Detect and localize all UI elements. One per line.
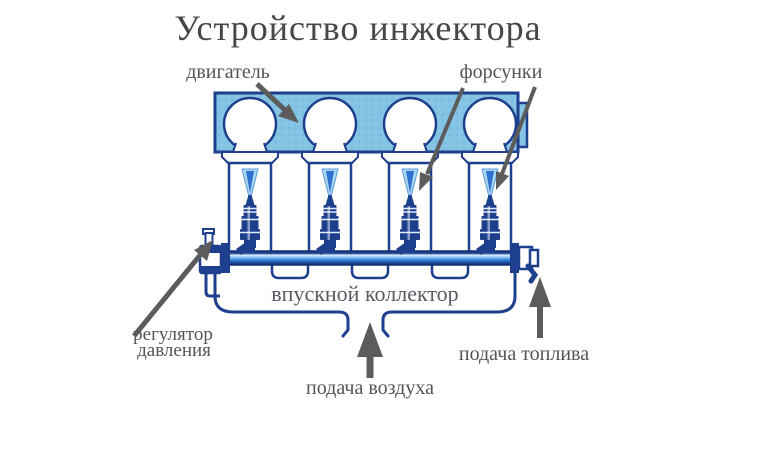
cylinder-1 — [220, 96, 280, 165]
fitting-flange — [510, 243, 519, 273]
injector-arrow-1 — [419, 87, 465, 191]
air-supply-label: подача воздуха — [306, 377, 434, 399]
fuel-injectors — [235, 168, 501, 256]
fitting-cap — [528, 248, 540, 268]
regulator-flange — [221, 243, 230, 273]
manifold-pocket-2 — [350, 262, 390, 280]
engine-arrow — [255, 82, 299, 123]
injectors-label: форсунки — [460, 61, 543, 83]
regulator-arrow — [132, 240, 213, 338]
manifold-outline-right — [381, 256, 517, 338]
manifold-outline-left — [213, 256, 350, 338]
cylinder-3 — [380, 96, 440, 165]
fuel-supply-label: подача топлива — [459, 343, 589, 365]
engine-label: двигатель — [186, 61, 270, 83]
fuel-inlet-stub — [525, 263, 539, 284]
intake-manifold: впускной коллектор — [213, 256, 517, 338]
fuel-inlet-fitting — [510, 243, 540, 284]
fuel-return-line — [204, 272, 220, 298]
fuel-rail — [221, 250, 521, 266]
manifold-pocket-1 — [270, 262, 310, 280]
cylinder-2 — [300, 96, 360, 165]
air-supply-arrow — [357, 322, 383, 378]
fuel-supply-arrow — [529, 277, 551, 338]
annotation-arrows — [132, 82, 551, 378]
injector-arrow-2 — [496, 86, 537, 190]
pressure-regulator-label-line1: регулятор — [133, 324, 213, 345]
diagram-title: Устройство инжектора — [174, 8, 541, 48]
intake-manifold-label: впускной коллектор — [271, 281, 458, 306]
engine-block — [213, 91, 529, 165]
pressure-regulator-label-line2: давления — [137, 340, 211, 361]
manifold-pocket-3 — [430, 262, 470, 280]
